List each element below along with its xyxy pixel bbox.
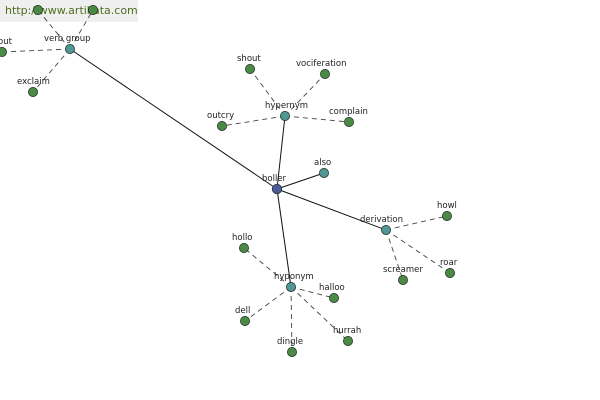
word-node-outcry[interactable] — [217, 121, 227, 131]
word-node-out[interactable] — [0, 47, 7, 57]
word-node-shout[interactable] — [245, 64, 255, 74]
word-label-complain[interactable]: complain — [329, 107, 368, 117]
relation-node-verb-group[interactable] — [65, 44, 75, 54]
word-label-out[interactable]: out — [0, 37, 13, 47]
edge-verb-group — [69, 48, 278, 190]
word-node-dingle[interactable] — [287, 347, 297, 357]
graph-nodes: out exclaim shout vociferation outcry complai… — [0, 5, 458, 357]
word-label-exclaim[interactable]: exclaim — [17, 77, 50, 87]
word-label-hollo[interactable]: hollo — [232, 233, 253, 243]
link-complain — [284, 115, 350, 123]
relation-node-derivation[interactable] — [381, 225, 391, 235]
word-node-screamer[interactable] — [398, 275, 408, 285]
word-node-exclaim[interactable] — [28, 87, 38, 97]
relation-label-verb-group[interactable]: verb group — [44, 34, 91, 44]
edge-also — [276, 172, 325, 190]
word-node-offscreen-3[interactable] — [88, 5, 98, 15]
center-label[interactable]: boller — [262, 174, 287, 184]
link-shout — [249, 68, 286, 117]
word-node-vociferation[interactable] — [320, 69, 330, 79]
link-exclaim — [32, 48, 71, 93]
link-out — [1, 48, 71, 53]
word-label-hurrah[interactable]: hurrah — [333, 326, 361, 336]
link-hollo — [243, 247, 292, 288]
link-outcry — [221, 115, 286, 127]
link-halloo — [290, 286, 335, 299]
center-node[interactable] — [271, 183, 283, 195]
word-label-dell[interactable]: dell — [235, 306, 250, 316]
edge-derivation — [276, 188, 387, 231]
word-node-complain[interactable] — [344, 117, 354, 127]
word-label-roar[interactable]: roar — [440, 258, 458, 268]
word-node-roar[interactable] — [445, 268, 455, 278]
word-node-dell[interactable] — [240, 316, 250, 326]
link-vociferation — [284, 73, 326, 117]
link-roar — [385, 229, 451, 274]
word-label-shout[interactable]: shout — [237, 54, 261, 64]
link-dingle — [290, 286, 293, 353]
word-node-offscreen-2[interactable] — [33, 5, 43, 15]
edge-hyponym — [276, 188, 292, 288]
word-label-screamer[interactable]: screamer — [383, 265, 423, 275]
word-label-vociferation[interactable]: vociferation — [296, 59, 346, 69]
link-hurrah — [290, 286, 349, 342]
word-label-outcry[interactable]: outcry — [207, 111, 234, 121]
graph-edges — [1, 9, 451, 353]
word-label-howl[interactable]: howl — [437, 201, 457, 211]
relation-node-hypernym[interactable] — [280, 111, 290, 121]
word-label-dingle[interactable]: dingle — [277, 337, 303, 347]
relation-label-hyponym[interactable]: hyponym — [274, 272, 314, 282]
relation-node-hyponym[interactable] — [286, 282, 296, 292]
relation-label-also[interactable]: also — [314, 158, 331, 168]
word-label-halloo[interactable]: halloo — [319, 283, 345, 293]
word-node-hollo[interactable] — [239, 243, 249, 253]
edge-hypernym — [276, 115, 286, 190]
word-node-howl[interactable] — [442, 211, 452, 221]
link-hidden-3 — [69, 9, 94, 50]
link-howl — [385, 215, 448, 231]
relation-node-also[interactable] — [319, 168, 329, 178]
word-node-hurrah[interactable] — [343, 336, 353, 346]
relation-label-hypernym[interactable]: hypernym — [265, 101, 308, 111]
relation-label-derivation[interactable]: derivation — [360, 215, 403, 225]
word-node-halloo[interactable] — [329, 293, 339, 303]
link-dell — [244, 286, 292, 322]
